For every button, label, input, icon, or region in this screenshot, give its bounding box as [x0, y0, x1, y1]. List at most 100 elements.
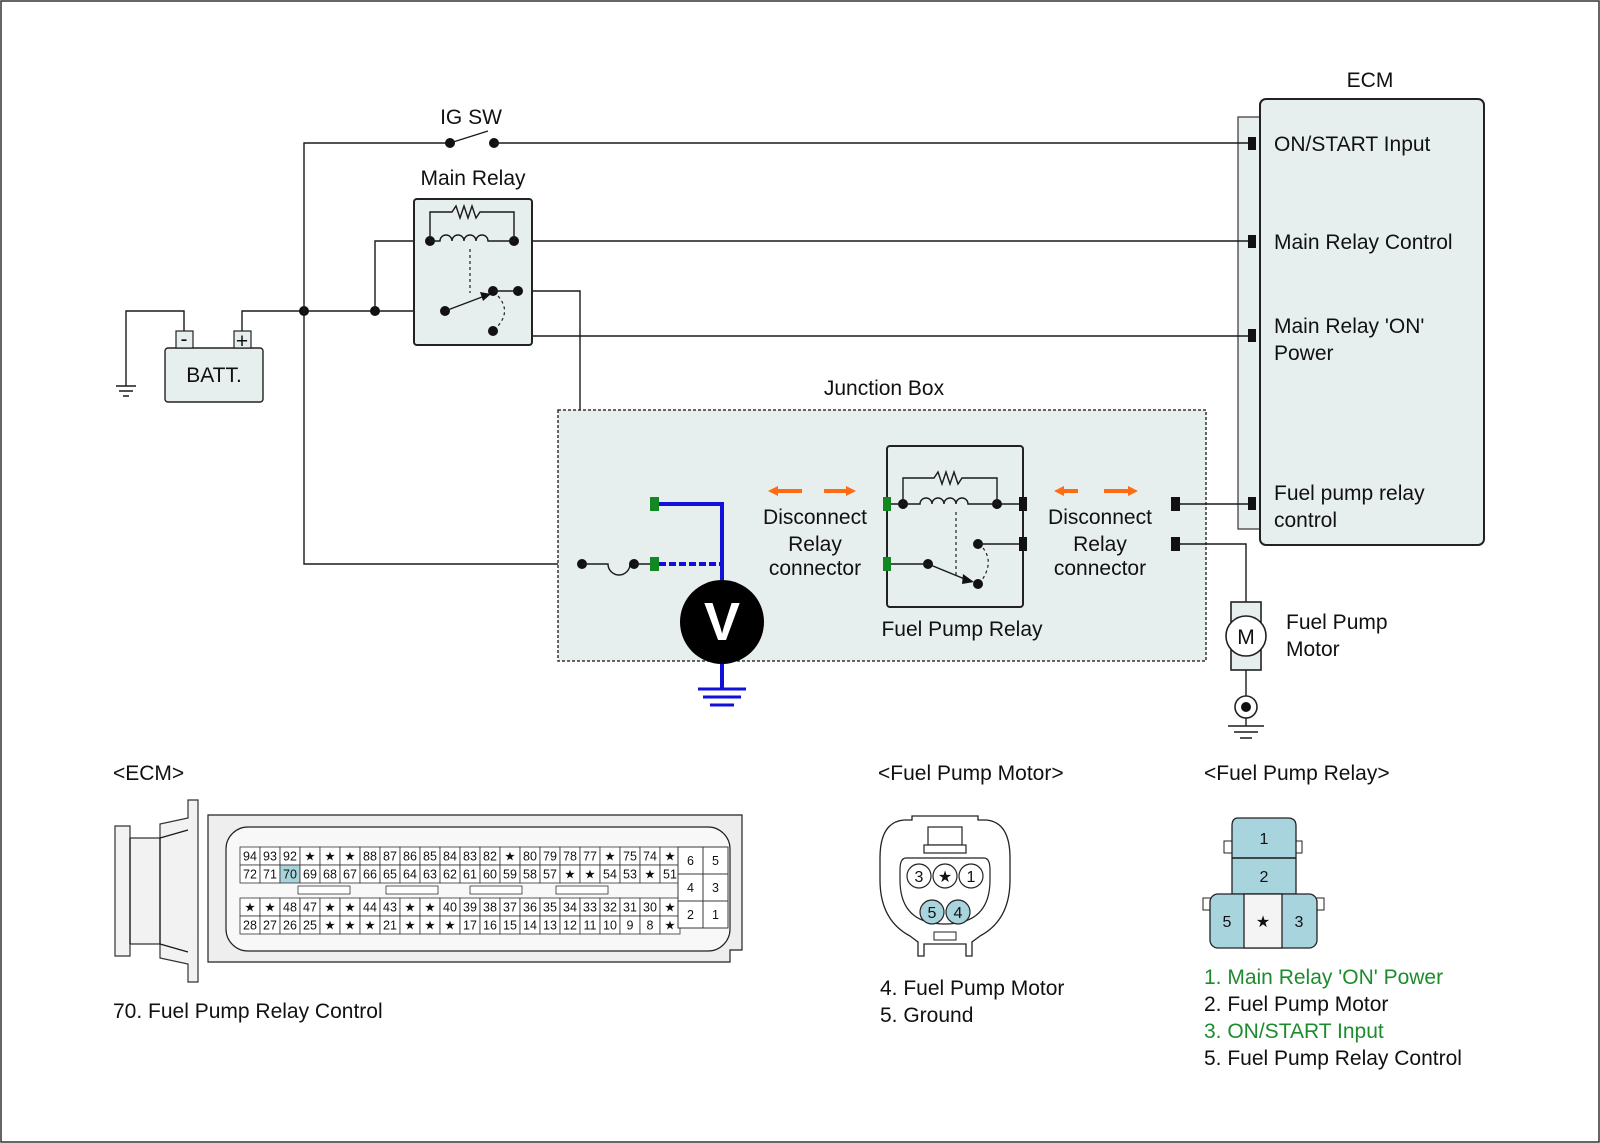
ecm-pin-label: 32: [603, 901, 617, 915]
ecm-pin-label: 12: [563, 919, 577, 933]
motor-pin: 1: [967, 869, 976, 886]
ecm-pin-label: 47: [303, 901, 317, 915]
ecm-pin-label: 43: [383, 901, 397, 915]
ecm-pin-label: ★: [364, 919, 375, 933]
ecm-pin-label: 53: [623, 868, 637, 882]
ecm-pin-main-relay-on-power-line1: Main Relay 'ON': [1274, 315, 1424, 338]
ecm-pin-label: 61: [463, 868, 477, 882]
relay-pin: 5: [1223, 914, 1232, 931]
relay-pin: 3: [1295, 914, 1304, 931]
ecm-pin-label: ★: [324, 919, 335, 933]
ecm-pin-label: 72: [243, 868, 257, 882]
ecm-pin-label: 10: [603, 919, 617, 933]
ecm-pin-label: 71: [263, 868, 277, 882]
ecm-key-slot: [469, 885, 523, 895]
motor-pin: ★: [938, 869, 952, 886]
motor-pin: 5: [928, 905, 937, 922]
ecm-pin-label: 79: [543, 850, 557, 864]
ecm-pin-label: 82: [483, 850, 497, 864]
ecm-pin-label: 85: [423, 850, 437, 864]
ecm-pin-label: 8: [647, 919, 654, 933]
ecm-pin-label: 15: [503, 919, 517, 933]
ecm-pin-label: 11: [584, 919, 597, 933]
ecm-pin-main-relay-control: Main Relay Control: [1274, 231, 1453, 254]
junction-box-label: Junction Box: [824, 377, 945, 400]
ecm-pin-label: ★: [344, 850, 355, 864]
ecm-pin-label: 70: [283, 868, 297, 882]
ecm-pin-label: 80: [523, 850, 537, 864]
ecm-pin-label: ★: [664, 850, 675, 864]
ecm-pin-label: ★: [324, 901, 335, 915]
ecm-pin-label: 38: [483, 901, 497, 915]
motor-pin: 4: [954, 905, 963, 922]
ecm-pin-label: ★: [444, 919, 455, 933]
disconnect-left-line1: Disconnect: [763, 506, 867, 529]
ecm-pin-label: 26: [283, 919, 297, 933]
ecm-pin-label: 66: [363, 868, 377, 882]
jb-connector-terminal: [1171, 497, 1180, 511]
ecm-box: ECM ON/START Input Main Relay Control Ma…: [1237, 69, 1485, 546]
ecm-pin-label: ★: [424, 901, 435, 915]
ecm-pin-label: 63: [423, 868, 437, 882]
ecm-pin-label: ★: [584, 868, 595, 882]
ecm-pin-fuel-pump-relay-control-line2: control: [1274, 509, 1337, 532]
ecm-connector-note: 70. Fuel Pump Relay Control: [113, 1000, 383, 1023]
ecm-key-slot: [297, 885, 351, 895]
disconnect-right-line2: Relay: [1073, 533, 1127, 556]
relay-pin: ★: [1256, 914, 1270, 931]
ecm-pin-label: 31: [623, 901, 637, 915]
ecm-pin-label: ★: [664, 901, 675, 915]
ecm-pin-label: 94: [243, 850, 257, 864]
ecm-title: ECM: [1347, 69, 1394, 92]
ecm-pin-label: ★: [344, 901, 355, 915]
main-relay: Main Relay: [413, 167, 533, 346]
ecm-pin-label: 16: [483, 919, 497, 933]
ecm-pin-label: ★: [564, 868, 575, 882]
jb-connector-terminal: [1171, 537, 1180, 551]
ecm-pin-label: 14: [523, 919, 537, 933]
ecm-pin-label: ★: [324, 850, 335, 864]
ecm-pin-label: 62: [443, 868, 457, 882]
relay-pin: 2: [1260, 869, 1269, 886]
ecm-connector-title: <ECM>: [113, 762, 184, 785]
ecm-pin-label: 40: [443, 901, 457, 915]
ecm-pin-label: 48: [283, 901, 297, 915]
ecm-side-pin-label: 5: [712, 854, 719, 868]
jb-connector-terminal: [650, 557, 659, 571]
ecm-pin-label: 27: [263, 919, 277, 933]
ecm-pin-label: 35: [543, 901, 557, 915]
battery-plus: +: [236, 330, 248, 353]
battery: BATT. - +: [116, 310, 264, 403]
ecm-pin-label: 93: [263, 850, 277, 864]
ecm-pin-label: 59: [503, 868, 517, 882]
ecm-pin-label: ★: [664, 919, 675, 933]
ecm-pin-label: ★: [424, 919, 435, 933]
ecm-pin-label: 68: [323, 868, 337, 882]
ecm-pin-label: 13: [543, 919, 557, 933]
relay-note: 5. Fuel Pump Relay Control: [1204, 1047, 1462, 1070]
ecm-pin-label: 86: [403, 850, 417, 864]
ig-switch-label: IG SW: [440, 106, 502, 129]
ecm-side-pin-label: 2: [687, 908, 694, 922]
ecm-pin-label: 87: [383, 850, 397, 864]
ecm-side-pin-label: 6: [687, 854, 694, 868]
ecm-pin-label: 83: [463, 850, 477, 864]
ecm-pin-label: 54: [603, 868, 617, 882]
ground-icon: [1228, 725, 1264, 739]
relay-connector: <Fuel Pump Relay> 1 2 5 ★ 3 1. Main Rela…: [1202, 762, 1462, 1070]
ecm-pin-label: ★: [604, 850, 615, 864]
motor-note: 4. Fuel Pump Motor: [880, 977, 1064, 1000]
ecm-pin-label: 65: [383, 868, 397, 882]
ecm-pin-label: ★: [644, 868, 655, 882]
ecm-side-pin-label: 1: [712, 908, 719, 922]
ecm-side-pin-cell: [702, 900, 729, 929]
ecm-side-pin-label: 3: [712, 881, 719, 895]
ecm-pin-label: 88: [363, 850, 377, 864]
ecm-pin-label: ★: [404, 919, 415, 933]
disconnect-left-line3: connector: [769, 557, 861, 580]
ecm-pin-label: 57: [543, 868, 557, 882]
ecm-pin-main-relay-on-power-line2: Power: [1274, 342, 1334, 365]
main-relay-label: Main Relay: [420, 167, 526, 190]
